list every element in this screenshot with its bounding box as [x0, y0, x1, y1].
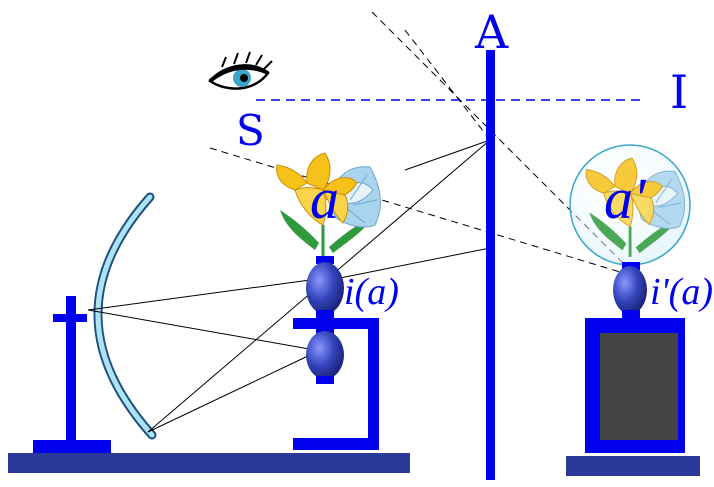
object-label-a: a	[310, 166, 339, 231]
image-vase-label: i'(a)	[650, 271, 713, 313]
cross-post-icon	[33, 296, 111, 453]
mirror-label-a: A	[474, 5, 509, 59]
object-vase-label: i(a)	[344, 271, 399, 313]
virtual-image-pedestal	[585, 318, 685, 453]
virtual-image-vase	[613, 262, 647, 318]
dashed-sight-lines	[209, 11, 631, 276]
eye-icon	[208, 51, 273, 90]
plane-mirror-a	[486, 50, 495, 480]
vase-image-real	[306, 329, 344, 384]
concave-mirror	[93, 192, 157, 440]
object-stand	[293, 318, 379, 450]
right-base-bar	[566, 456, 700, 476]
left-base-bar	[8, 453, 410, 473]
screen-label-i: I	[670, 65, 688, 119]
vase-icon	[306, 256, 344, 318]
eye-label-s: S	[236, 106, 265, 155]
image-label-a-prime: a'	[604, 166, 647, 231]
